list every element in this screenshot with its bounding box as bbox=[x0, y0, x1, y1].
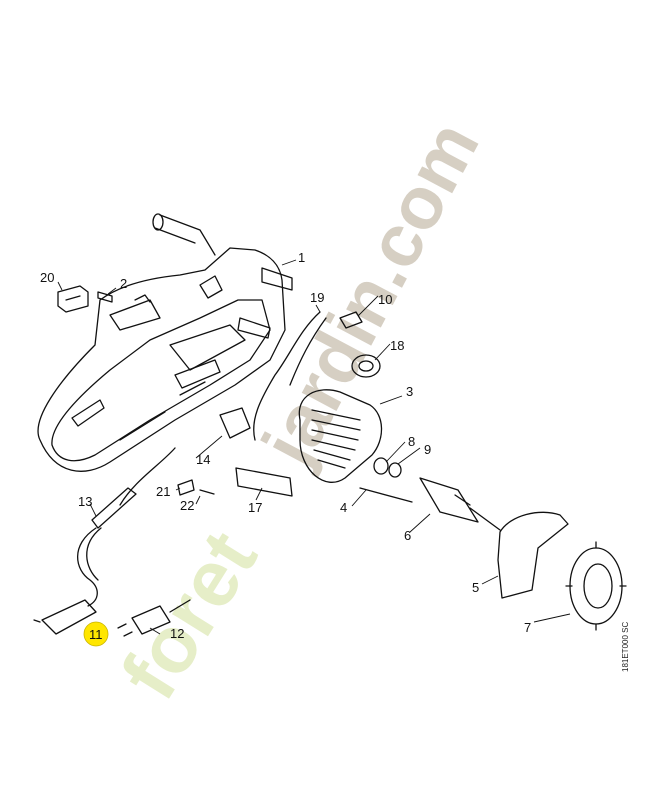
callout-14: 14 bbox=[196, 452, 210, 467]
callout-11: 11 bbox=[89, 627, 103, 642]
washer-part-9 bbox=[388, 462, 402, 478]
housing-part bbox=[37, 213, 293, 472]
callout-13: 13 bbox=[78, 494, 92, 509]
armature-part-6 bbox=[419, 477, 501, 531]
plug-part-12 bbox=[117, 599, 191, 637]
callout-19: 19 bbox=[310, 290, 324, 305]
cord-part-11 bbox=[33, 447, 176, 635]
callout-8: 8 bbox=[408, 434, 415, 449]
callout-20: 20 bbox=[40, 270, 54, 285]
switch-part-14 bbox=[219, 407, 251, 439]
callout-6: 6 bbox=[404, 528, 411, 543]
drawing-code: 181ET000 SC bbox=[621, 622, 630, 672]
callout-4: 4 bbox=[340, 500, 347, 515]
board-part-17 bbox=[235, 467, 293, 497]
connector-part-20 bbox=[57, 285, 89, 313]
wire-part-19 bbox=[253, 311, 327, 441]
bracket-part-5 bbox=[497, 511, 569, 599]
washer-part-8 bbox=[373, 457, 389, 475]
leader-lines bbox=[57, 259, 571, 635]
screw-part-2 bbox=[97, 291, 113, 303]
watermark-green-text: foret bbox=[104, 516, 274, 714]
callout-18: 18 bbox=[390, 338, 404, 353]
stator-part-3 bbox=[298, 389, 383, 483]
gear-part-7 bbox=[565, 541, 627, 631]
callout-7: 7 bbox=[524, 620, 531, 635]
part-21 bbox=[177, 479, 195, 496]
callout-22: 22 bbox=[180, 498, 194, 513]
callout-12: 12 bbox=[170, 626, 184, 641]
callout-9: 9 bbox=[424, 442, 431, 457]
screw-part-4 bbox=[359, 487, 413, 503]
callout-1: 1 bbox=[298, 250, 305, 265]
bearing-part-18 bbox=[351, 354, 381, 378]
callout-21: 21 bbox=[156, 484, 170, 499]
switch-part-10 bbox=[339, 311, 363, 329]
callout-10: 10 bbox=[378, 292, 392, 307]
callout-labels: 1 2 3 4 5 6 7 8 9 10 11 12 13 14 17 18 1… bbox=[40, 250, 531, 642]
screw-part-22 bbox=[199, 489, 215, 495]
callout-3: 3 bbox=[406, 384, 413, 399]
callout-11-highlight bbox=[83, 621, 109, 647]
callout-2: 2 bbox=[120, 276, 127, 291]
callout-5: 5 bbox=[472, 580, 479, 595]
sleeve-part-13 bbox=[91, 487, 137, 529]
callout-17: 17 bbox=[248, 500, 262, 515]
